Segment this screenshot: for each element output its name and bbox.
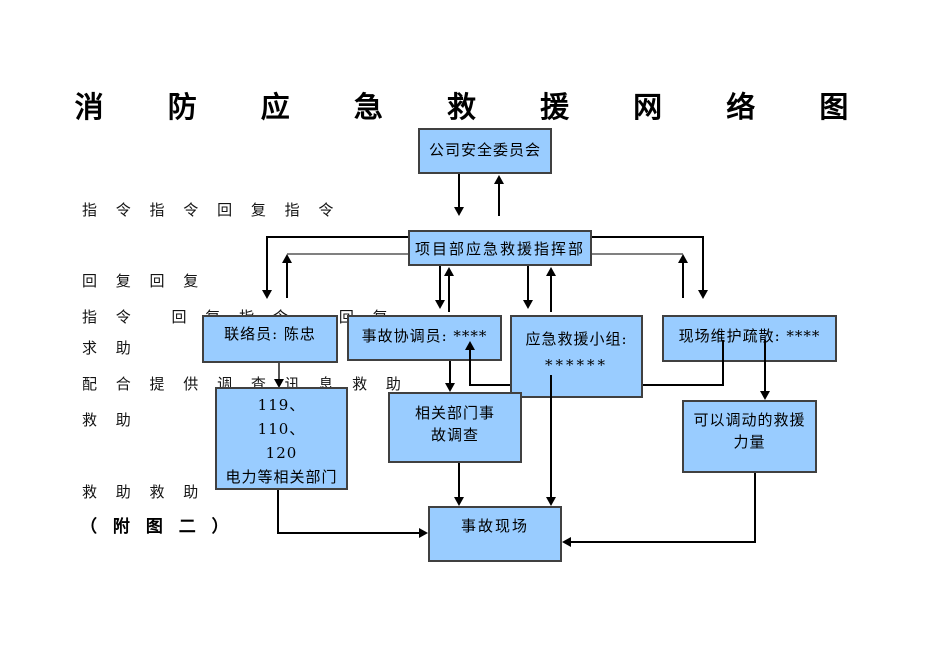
connector-hq-to-committee-line [498,182,500,216]
box-liaison: 联络员: 陈忠 [202,315,338,363]
connector-forces-to-scene-h [571,541,756,543]
rescue-team-to-hq-arrowhead [546,267,556,276]
connector-committee-to-hq-line [458,174,460,210]
emergency-related-depts: 电力等相关部门 [225,468,338,486]
connector-hq-to-evacuation-h [592,236,703,238]
evacuation-to-forces-arrowhead [760,391,770,400]
connector-numbers-to-scene-h [277,532,420,534]
box-mobilizable-forces-label-1: 可以调动的救援 [693,411,806,429]
numbers-to-scene-arrowhead [419,528,428,538]
liaison-to-hq-arrowhead [282,254,292,263]
box-company-safety-committee: 公司安全委员会 [418,128,552,174]
box-rescue-team-masked-names: ****** [545,356,608,374]
hq-to-liaison-arrowhead [262,290,272,299]
connector-coordinator-to-investigation [449,361,451,385]
connector-investigation-to-scene [458,463,460,499]
connector-rescue-team-to-hq [550,274,552,312]
rescue-team-to-scene-arrowhead [546,497,556,506]
hq-to-committee-arrowhead [494,175,504,184]
emergency-number-119: 119、 [257,396,306,414]
side-label-command-reply-1: 指 令 指 令 回 复 指 令 [82,201,341,219]
box-site-evacuation-label: 现场维护疏散: **** [678,327,821,345]
side-label-reply-reply: 回 复 回 复 [82,272,206,290]
box-site-evacuation: 现场维护疏散: **** [662,315,837,362]
coordinator-to-investigation-arrowhead [445,383,455,392]
box-project-emergency-hq-label: 项目部应急救援指挥部 [414,240,585,258]
connector-evacuation-to-hq-h [592,253,683,255]
box-accident-scene-label: 事故现场 [460,517,529,535]
emergency-number-110: 110、 [257,420,306,438]
hq-to-evacuation-arrowhead [698,290,708,299]
forces-to-scene-arrowhead [562,537,571,547]
box-company-safety-committee-label: 公司安全委员会 [428,141,541,159]
page-title: 消 防 应 急 救 援 网 络 图 [74,90,876,124]
connector-hq-to-evacuation-v [702,236,704,291]
connector-hq-to-liaison-h [267,236,408,238]
box-rescue-team: 应急救援小组: ****** [510,315,643,398]
box-project-emergency-hq: 项目部应急救援指挥部 [408,230,592,266]
side-label-rescue-2: 救 助 救 助 [82,483,206,501]
connector-evacuation-to-coordinator-v1 [722,340,724,386]
side-label-seek-help: 求 助 [82,339,138,357]
connector-coordinator-to-hq [448,274,450,312]
evacuation-to-hq-arrowhead [678,254,688,263]
connector-liaison-to-hq-h [287,253,408,255]
connector-hq-to-liaison-v [266,236,268,291]
box-dept-investigation-label-1: 相关部门事 [414,404,495,422]
evacuation-to-coordinator-arrowhead [465,341,475,350]
box-accident-scene: 事故现场 [428,506,562,562]
connector-evacuation-to-forces [764,340,766,393]
connector-hq-to-coordinator [439,266,441,302]
box-mobilizable-forces-label-2: 力量 [733,433,766,451]
hq-to-coordinator-arrowhead [435,300,445,309]
box-mobilizable-forces: 可以调动的救援 力量 [682,400,817,473]
box-dept-investigation-label-2: 故调查 [430,426,479,444]
committee-to-hq-arrowhead [454,207,464,216]
connector-hq-to-rescue-team [527,266,529,302]
connector-liaison-to-hq-v [286,261,288,298]
hq-to-rescue-team-arrowhead [523,300,533,309]
figure-footnote: （ 附 图 二 ） [80,517,234,537]
emergency-number-120: 120 [265,444,298,462]
investigation-to-scene-arrowhead [454,497,464,506]
box-liaison-label: 联络员: 陈忠 [224,325,316,343]
connector-evacuation-to-coordinator-v2 [469,348,471,386]
connector-forces-to-scene-v [754,473,756,543]
liaison-to-numbers-arrowhead [274,379,284,388]
connector-numbers-to-scene-v [277,490,279,534]
connector-liaison-to-numbers [278,363,280,381]
side-label-rescue-1: 救 助 [82,411,138,429]
connector-rescue-team-to-scene [550,375,552,499]
connector-evacuation-to-hq-v [682,261,684,298]
box-accident-coordinator-label: 事故协调员: **** [361,327,488,345]
box-emergency-numbers: 119、 110、 120 电力等相关部门 [215,387,348,490]
box-dept-investigation: 相关部门事 故调查 [388,392,522,463]
box-rescue-team-label: 应急救援小组: [525,330,628,348]
coordinator-to-hq-arrowhead [444,267,454,276]
box-accident-coordinator: 事故协调员: **** [347,315,502,361]
